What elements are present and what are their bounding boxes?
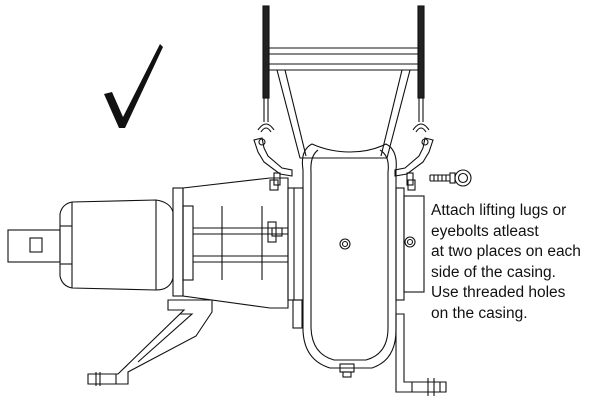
note-line-3: at two places on each: [431, 243, 581, 260]
lifting-beam: [269, 47, 418, 159]
lifting-lug-right: [394, 137, 434, 186]
note-line-4: side of the casing.: [431, 263, 556, 281]
motor-end: [7, 199, 174, 291]
sling-band-left: [262, 5, 270, 99]
casing-hole: [339, 238, 351, 250]
pump-casing: [301, 143, 397, 378]
sling-right: [412, 98, 430, 133]
lifting-instruction-note: Attach lifting lugs or eyebolts atleast …: [431, 201, 613, 324]
support-foot-right: [395, 313, 447, 396]
sling-band-right: [417, 5, 425, 99]
note-line-5: Use threaded holes: [431, 284, 566, 301]
eyebolt-icon: [429, 169, 472, 187]
casing-flange-right: [395, 179, 425, 301]
casing-hole-right: [404, 236, 416, 248]
lifting-lug-left: [253, 137, 293, 186]
support-foot-left: [87, 299, 213, 386]
casing-flange-left: [269, 179, 304, 329]
note-line-1: Attach lifting lugs or: [431, 202, 567, 219]
sling-left: [257, 98, 275, 133]
bearing-frame: [172, 177, 289, 309]
checkmark-icon: [104, 44, 163, 128]
note-line-6: on the casing.: [431, 304, 528, 322]
note-line-2: eyebolts atleast: [431, 222, 539, 240]
